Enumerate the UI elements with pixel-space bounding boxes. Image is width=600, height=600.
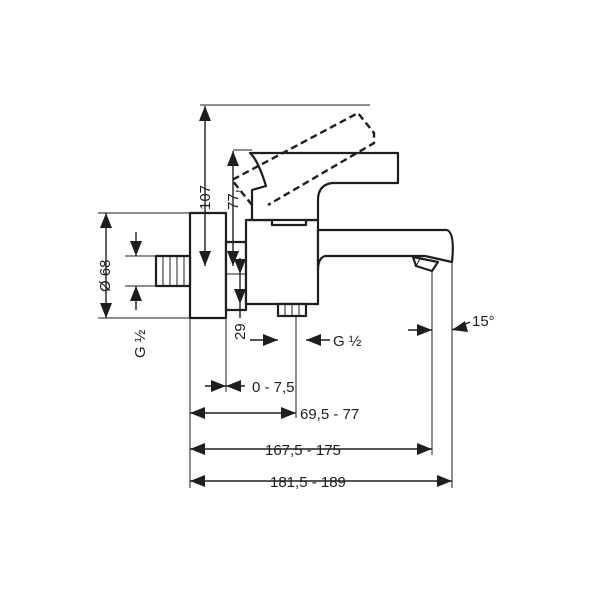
label-angle-15: 15° (472, 313, 495, 330)
label-29: 29 (232, 323, 249, 340)
lever-handle (248, 151, 400, 222)
label-diameter-68: Ø 68 (97, 259, 114, 292)
mixer-body (244, 218, 320, 306)
dimension-lines (100, 106, 471, 487)
label-offset: 0 - 7,5 (252, 379, 295, 396)
label-107: 107 (197, 185, 214, 210)
lever-open-position (230, 111, 376, 207)
label-thread-bottom: G ½ (333, 333, 362, 350)
label-thread-left: G ½ (132, 329, 149, 358)
dimension-labels: 107 77, Ø 68 G ½ 29 G ½ 15° 0 - 7,5 69,5… (97, 185, 495, 491)
wall-escutcheon (188, 211, 228, 320)
label-167-5-175: 167,5 - 175 (265, 442, 341, 459)
inlet-connector (154, 254, 192, 288)
spout (316, 228, 454, 272)
extension-lines (98, 104, 453, 488)
label-181-5-189: 181,5 - 189 (270, 474, 346, 491)
label-69-5-77: 69,5 - 77 (300, 406, 359, 423)
label-77: 77, (225, 189, 242, 210)
faucet-outline (154, 151, 454, 320)
